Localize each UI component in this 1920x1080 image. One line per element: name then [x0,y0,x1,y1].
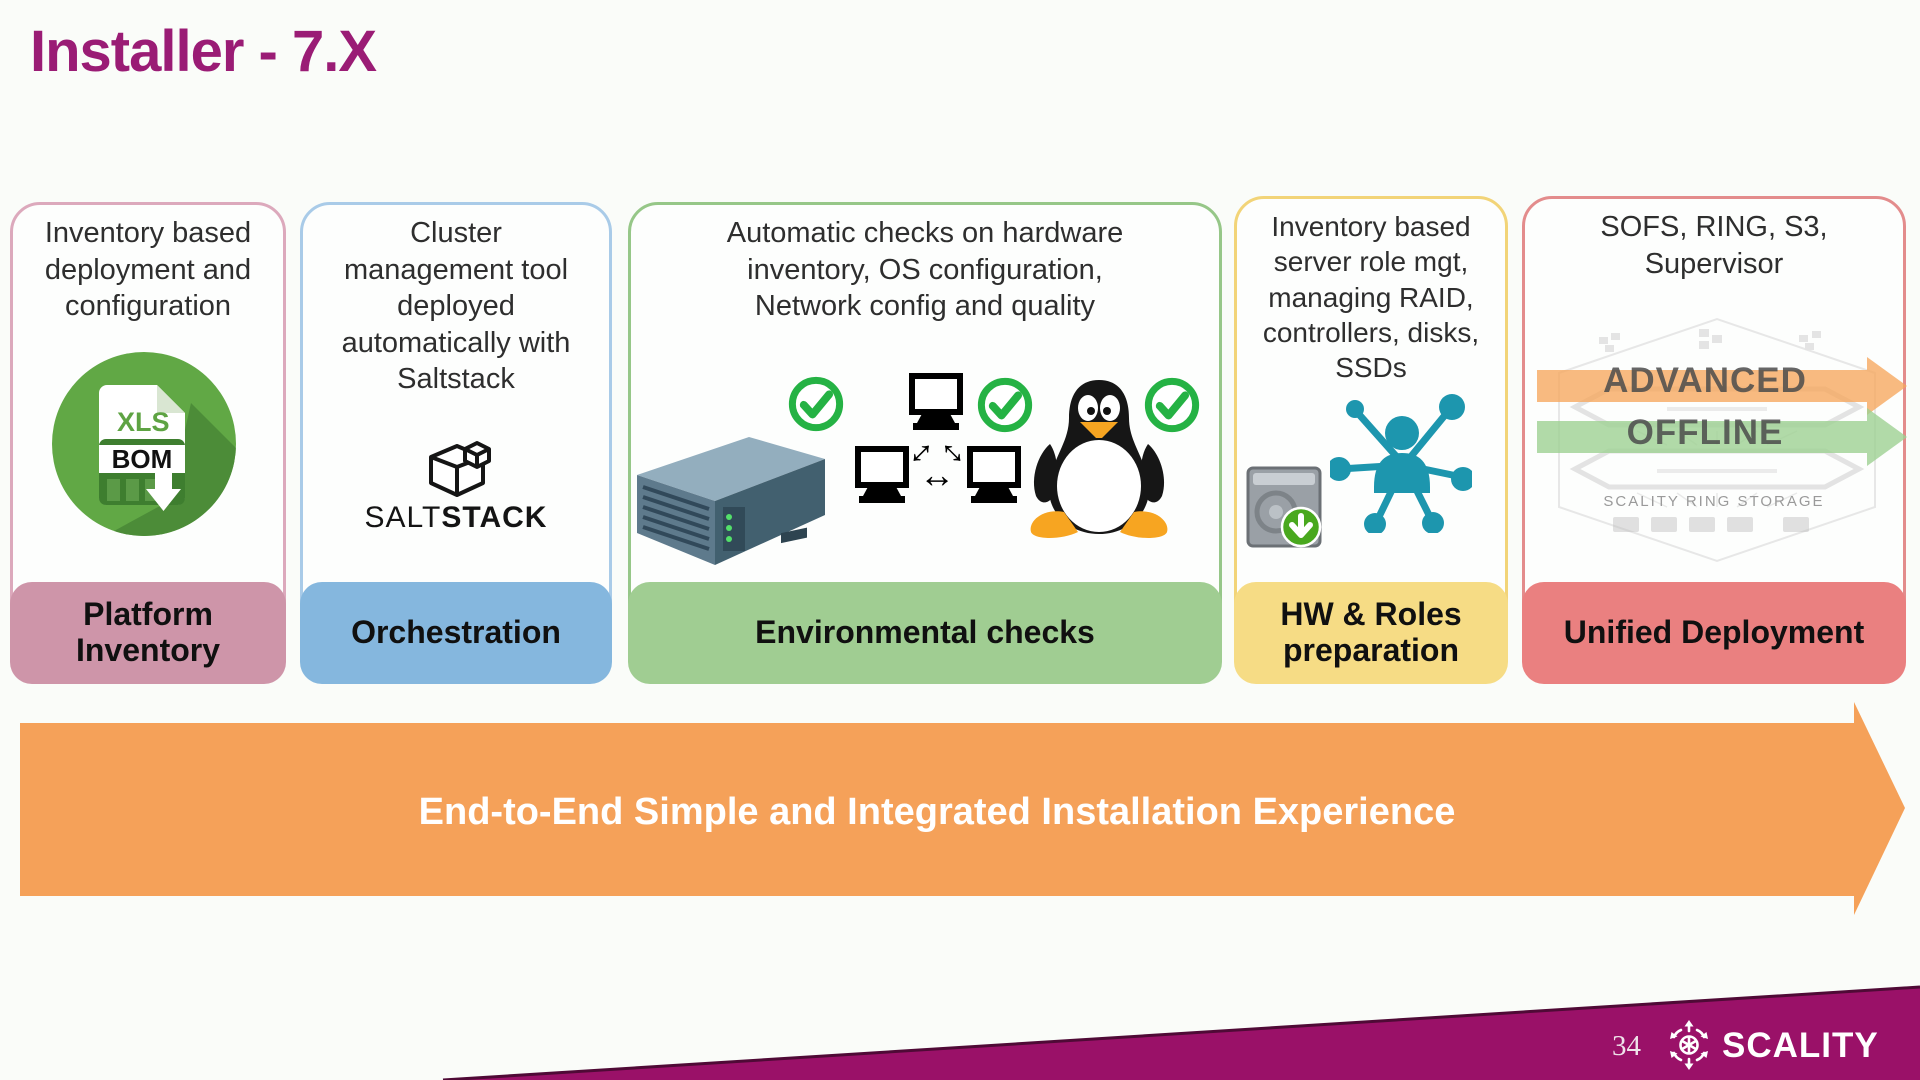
card-description: SOFS, RING, S3, Supervisor [1600,211,1828,280]
card-hw-roles-preparation: Inventory based server role mgt, managin… [1234,196,1508,684]
banner-arrow: End-to-End Simple and Integrated Install… [20,723,1854,896]
card-description: Inventory based deployment and configura… [44,217,252,323]
saltstack-wordmark: SALTSTACK [303,501,609,535]
card-unified-deployment: SOFS, RING, S3, Supervisor [1522,196,1907,684]
card-label-unified-deployment: Unified Deployment [1522,582,1906,684]
scality-logo-icon [1670,1020,1708,1070]
banner-arrowhead [1854,702,1905,915]
page-title: Installer - 7.X [30,19,377,84]
server-box-icon [1689,517,1715,532]
check-icon [788,376,844,432]
check-icon [1144,377,1200,433]
hdd-download-icon [1246,466,1322,548]
computer-icon [855,446,909,503]
ring-storage-caption: SCALITY RING STORAGE [1603,493,1825,510]
card-description: Cluster management tool deployed automat… [341,217,571,396]
card-description: Automatic checks on hardware inventory, … [726,217,1124,323]
card-label-platform-inventory: Platform Inventory [10,582,286,684]
card-label-environmental-checks: Environmental checks [628,582,1222,684]
check-icon [977,377,1033,433]
role-network-icon [1330,394,1472,533]
server-box-icon [1613,517,1639,532]
server-box-icon [1783,517,1809,532]
card-label-orchestration: Orchestration [300,582,612,684]
server-box-icon [1651,517,1677,532]
computer-icon [909,373,963,430]
card-environmental-checks: Automatic checks on hardware inventory, … [628,202,1222,684]
server-icon [637,437,825,565]
xls-label: XLS [117,407,170,437]
stack-text: STACK [441,501,548,534]
saltstack-cube-icon [429,441,491,497]
linux-tux-icon [1030,380,1168,538]
banner-text: End-to-End Simple and Integrated Install… [418,791,1456,833]
card-orchestration: Cluster management tool deployed automat… [300,202,612,684]
computer-icon [967,446,1021,503]
advanced-label: ADVANCED [1603,361,1807,400]
server-box-icon [1727,517,1753,532]
page-number: 34 [1612,1030,1641,1062]
card-description: Inventory based server role mgt, managin… [1262,211,1480,384]
card-platform-inventory: Inventory based deployment and configura… [10,202,286,684]
card-label-hw-roles-preparation: HW & Roles preparation [1234,582,1508,684]
xls-bom-download-icon: XLS BOM [52,352,236,536]
brand-wordmark: SCALITY [1722,1026,1879,1065]
offline-label: OFFLINE [1626,413,1784,452]
network-arrow-icon: ↔ [919,454,955,495]
salt-text: SALT [364,501,442,534]
